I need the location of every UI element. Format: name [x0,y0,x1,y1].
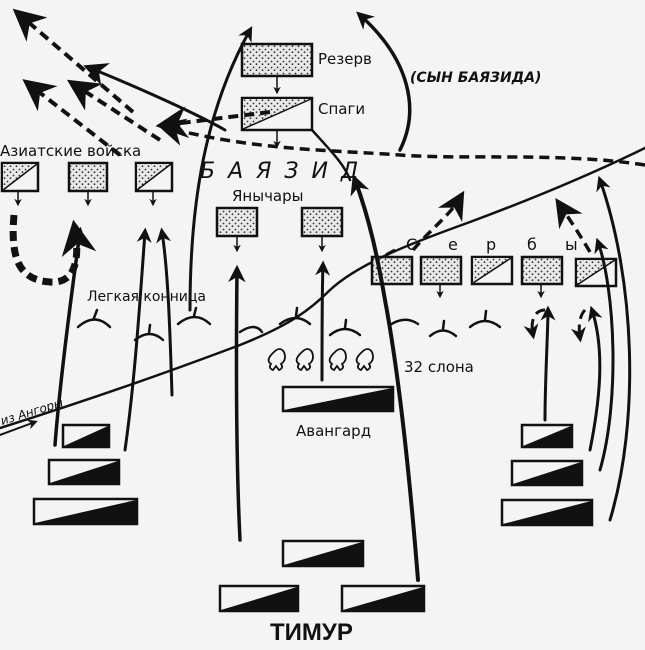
serbs: С е р б ы [370,235,618,299]
serbs-letter-1: С [406,235,417,254]
asian-troops-label: Азиатские войска [0,142,141,160]
reserve-label: Резерв [318,50,372,68]
elephants-label: 32 слона [404,358,474,376]
serbs-letter-5: ы [565,235,578,254]
asian-troops: Азиатские войска [0,142,174,207]
elephants: 32 слона [267,348,474,376]
light-cavalry-label: Легкая конница [87,289,206,305]
serbs-letter-3: р [486,235,496,254]
serbs-letter-4: б [527,235,537,254]
asian-unit-1 [0,161,40,207]
retreat-arrows [9,8,645,343]
vanguard: Авангард [281,385,395,440]
ottoman-reserve: Резерв [240,42,372,95]
timur-label: ТИМУР [270,619,353,646]
ottoman-sipahi: Спаги [240,96,365,149]
attack-arrows [53,11,632,582]
timur-left-wing [32,423,139,526]
serbs-letter-2: е [448,235,458,254]
asian-unit-2 [67,161,109,207]
timur-right-wing [500,423,594,527]
son-of-bayezid-label: (СЫН БАЯЗИДА) [410,70,541,86]
timur-center: ТИМУР [218,539,426,646]
asian-unit-3 [134,161,174,207]
janissaries-label: Янычары [232,187,304,205]
vanguard-label: Авангард [296,422,371,440]
sipahi-label: Спаги [318,100,365,118]
janissaries: Янычары [215,187,344,253]
bayezid-label: Б А Я З И Д [200,159,361,184]
